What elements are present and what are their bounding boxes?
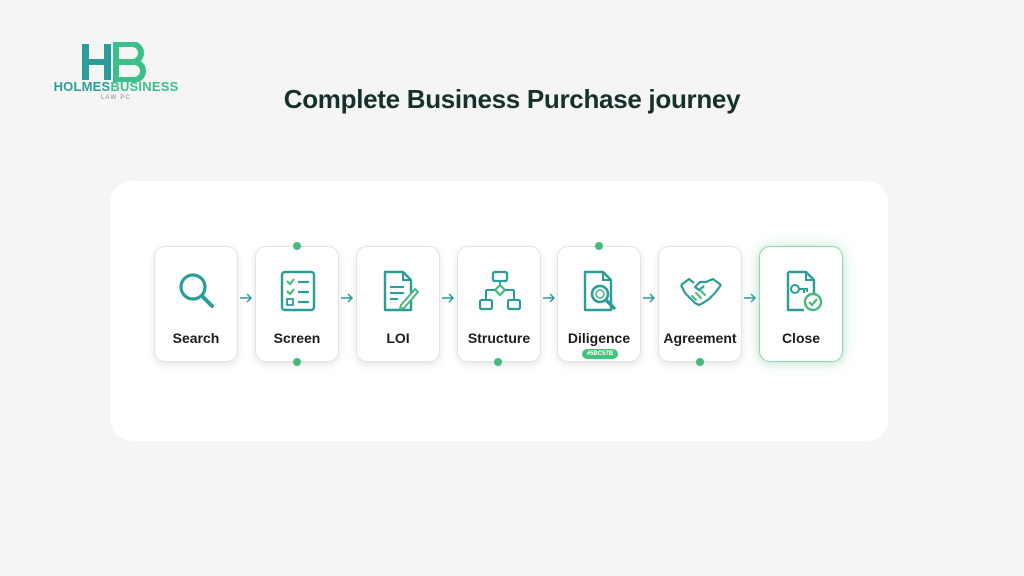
arrow-right-icon	[240, 293, 253, 303]
arrow-right-icon	[643, 293, 656, 303]
logo-wordmark: HOLMESBUSINESS	[50, 79, 182, 94]
step-close-card: Close	[759, 246, 843, 362]
color-badge: #5BC57B	[582, 349, 618, 359]
document-key-check-icon	[786, 270, 823, 312]
step-agreement-card: Agreement	[658, 246, 742, 362]
connector-dot	[494, 358, 502, 366]
checklist-icon	[280, 270, 316, 312]
logo-subtitle: LAW PC	[101, 95, 131, 101]
hb-monogram-icon	[82, 42, 146, 82]
connector-dot	[595, 242, 603, 250]
step-label: Structure	[467, 330, 531, 346]
connector-dot	[293, 358, 301, 366]
arrow-right-icon	[744, 293, 757, 303]
company-logo: HOLMESBUSINESS LAW PC	[50, 42, 182, 101]
magnifier-icon	[179, 273, 214, 308]
step-diligence-card: Diligence #5BC57B	[557, 246, 641, 362]
flowchart-icon	[478, 270, 522, 311]
arrow-right-icon	[341, 293, 354, 303]
document-pen-icon	[383, 270, 419, 312]
step-label: Agreement	[663, 330, 737, 346]
step-loi-card: LOI	[356, 246, 440, 362]
step-screen-card: Screen	[255, 246, 339, 362]
step-label: Diligence	[567, 330, 631, 346]
document-search-icon	[583, 270, 616, 312]
step-label: Screen	[273, 330, 321, 346]
step-search-card: Search	[154, 246, 238, 362]
step-structure-card: Structure	[457, 246, 541, 362]
step-label: LOI	[386, 330, 410, 346]
handshake-icon	[680, 277, 722, 307]
connector-dot	[293, 242, 301, 250]
step-label: Close	[781, 330, 821, 346]
logo-name-business: BUSINESS	[110, 79, 179, 94]
logo-name-holmes: HOLMES	[53, 79, 111, 94]
step-label: Search	[172, 330, 220, 346]
arrow-right-icon	[543, 293, 556, 303]
connector-dot	[696, 358, 704, 366]
arrow-right-icon	[442, 293, 455, 303]
page-title: Complete Business Purchase journey	[283, 84, 741, 114]
